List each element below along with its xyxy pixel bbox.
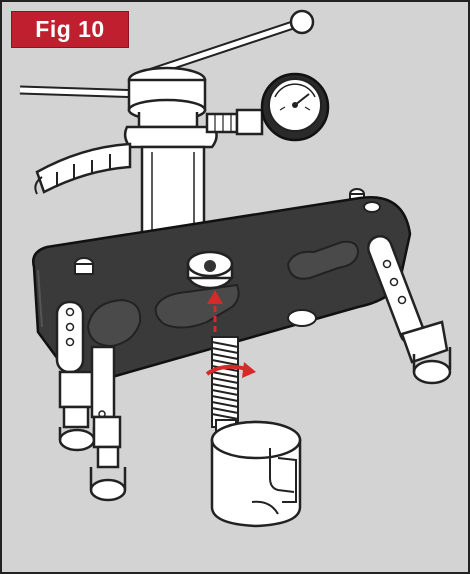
adapter-knob: [210, 419, 302, 528]
pressure-gauge: [260, 72, 330, 142]
threaded-rod: [211, 336, 239, 428]
base-plate: [32, 196, 412, 380]
gauge-connector: [205, 108, 264, 136]
plate-foot: [287, 309, 317, 327]
rotation-arrow: [205, 362, 256, 378]
right-leg: [367, 235, 452, 385]
pump-lever: [34, 142, 132, 195]
insertion-arrow: [207, 290, 223, 332]
pump-head: [127, 66, 207, 129]
plate-boss: [186, 250, 234, 290]
left-leg-front: [55, 300, 96, 452]
cross-handle: [19, 9, 315, 99]
left-leg-rear: [89, 345, 127, 502]
plate-pins: [74, 201, 381, 275]
figure-label: Fig 10: [11, 11, 129, 48]
